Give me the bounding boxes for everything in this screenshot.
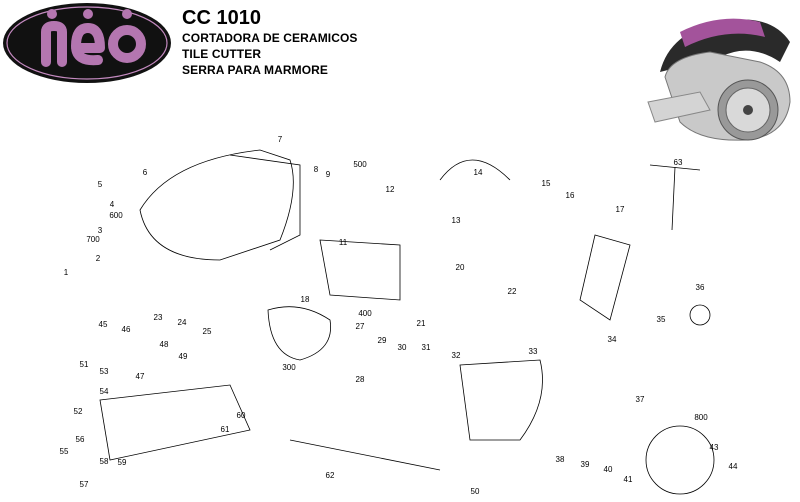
part-label-400: 400 (358, 309, 372, 318)
exploded-diagram: 1234567891112131415161718202122232425272… (60, 135, 738, 496)
part-label-55: 55 (60, 447, 69, 456)
part-label-17: 17 (616, 205, 625, 214)
part-label-27: 27 (356, 322, 365, 331)
part-label-50: 50 (471, 487, 480, 496)
part-label-24: 24 (178, 318, 187, 327)
part-label-47: 47 (136, 372, 145, 381)
part-label-62: 62 (326, 471, 335, 480)
part-label-12: 12 (386, 185, 395, 194)
part-label-51: 51 (80, 360, 89, 369)
part-label-63: 63 (674, 158, 683, 167)
part-label-35: 35 (657, 315, 666, 324)
part-label-3: 3 (98, 226, 103, 235)
part-label-8: 8 (314, 165, 319, 174)
model-number: CC 1010 (182, 7, 261, 29)
part-label-54: 54 (100, 387, 109, 396)
product-photo (647, 18, 791, 141)
part-label-18: 18 (301, 295, 310, 304)
part-label-56: 56 (76, 435, 85, 444)
part-label-53: 53 (100, 367, 109, 376)
part-label-300: 300 (282, 363, 296, 372)
part-label-58: 58 (100, 457, 109, 466)
part-label-32: 32 (452, 351, 461, 360)
part-label-4: 4 (110, 200, 115, 209)
part-label-36: 36 (696, 283, 705, 292)
part-label-30: 30 (398, 343, 407, 352)
part-label-2: 2 (96, 254, 101, 263)
part-label-31: 31 (422, 343, 431, 352)
part-label-39: 39 (581, 460, 590, 469)
part-label-46: 46 (122, 325, 131, 334)
title-block: CC 1010 CORTADORA DE CERAMICOS TILE CUTT… (182, 6, 358, 78)
part-label-700: 700 (86, 235, 100, 244)
part-label-13: 13 (452, 216, 461, 225)
part-label-1: 1 (64, 268, 69, 277)
header: CC 1010 CORTADORA DE CERAMICOS TILE CUTT… (0, 0, 800, 141)
title-line-pt: SERRA PARA MARMORE (182, 63, 329, 77)
part-label-60: 60 (237, 411, 246, 420)
part-label-15: 15 (542, 179, 551, 188)
neo-logo (3, 3, 171, 83)
part-label-25: 25 (203, 327, 212, 336)
part-label-40: 40 (604, 465, 613, 474)
part-label-11: 11 (339, 238, 348, 247)
part-label-49: 49 (179, 352, 188, 361)
part-label-45: 45 (99, 320, 108, 329)
part-label-29: 29 (378, 336, 387, 345)
part-label-14: 14 (474, 168, 483, 177)
part-label-34: 34 (608, 335, 617, 344)
title-line-es: CORTADORA DE CERAMICOS (182, 31, 358, 45)
part-label-5: 5 (98, 180, 103, 189)
part-label-23: 23 (154, 313, 163, 322)
part-label-37: 37 (636, 395, 645, 404)
part-label-16: 16 (566, 191, 575, 200)
part-label-59: 59 (118, 458, 127, 467)
part-label-41: 41 (624, 475, 633, 484)
part-label-20: 20 (456, 263, 465, 272)
part-label-22: 22 (508, 287, 517, 296)
part-label-6: 6 (143, 168, 148, 177)
part-label-52: 52 (74, 407, 83, 416)
part-label-44: 44 (729, 462, 738, 471)
title-line-en: TILE CUTTER (182, 47, 262, 61)
part-label-57: 57 (80, 480, 89, 489)
part-label-21: 21 (417, 319, 426, 328)
part-label-600: 600 (109, 211, 123, 220)
part-label-48: 48 (160, 340, 169, 349)
part-label-9: 9 (326, 170, 331, 179)
part-label-800: 800 (694, 413, 708, 422)
part-label-7: 7 (278, 135, 283, 144)
part-label-38: 38 (556, 455, 565, 464)
part-label-43: 43 (710, 443, 719, 452)
part-label-33: 33 (529, 347, 538, 356)
part-label-61: 61 (221, 425, 230, 434)
part-label-28: 28 (356, 375, 365, 384)
part-label-500: 500 (353, 160, 367, 169)
